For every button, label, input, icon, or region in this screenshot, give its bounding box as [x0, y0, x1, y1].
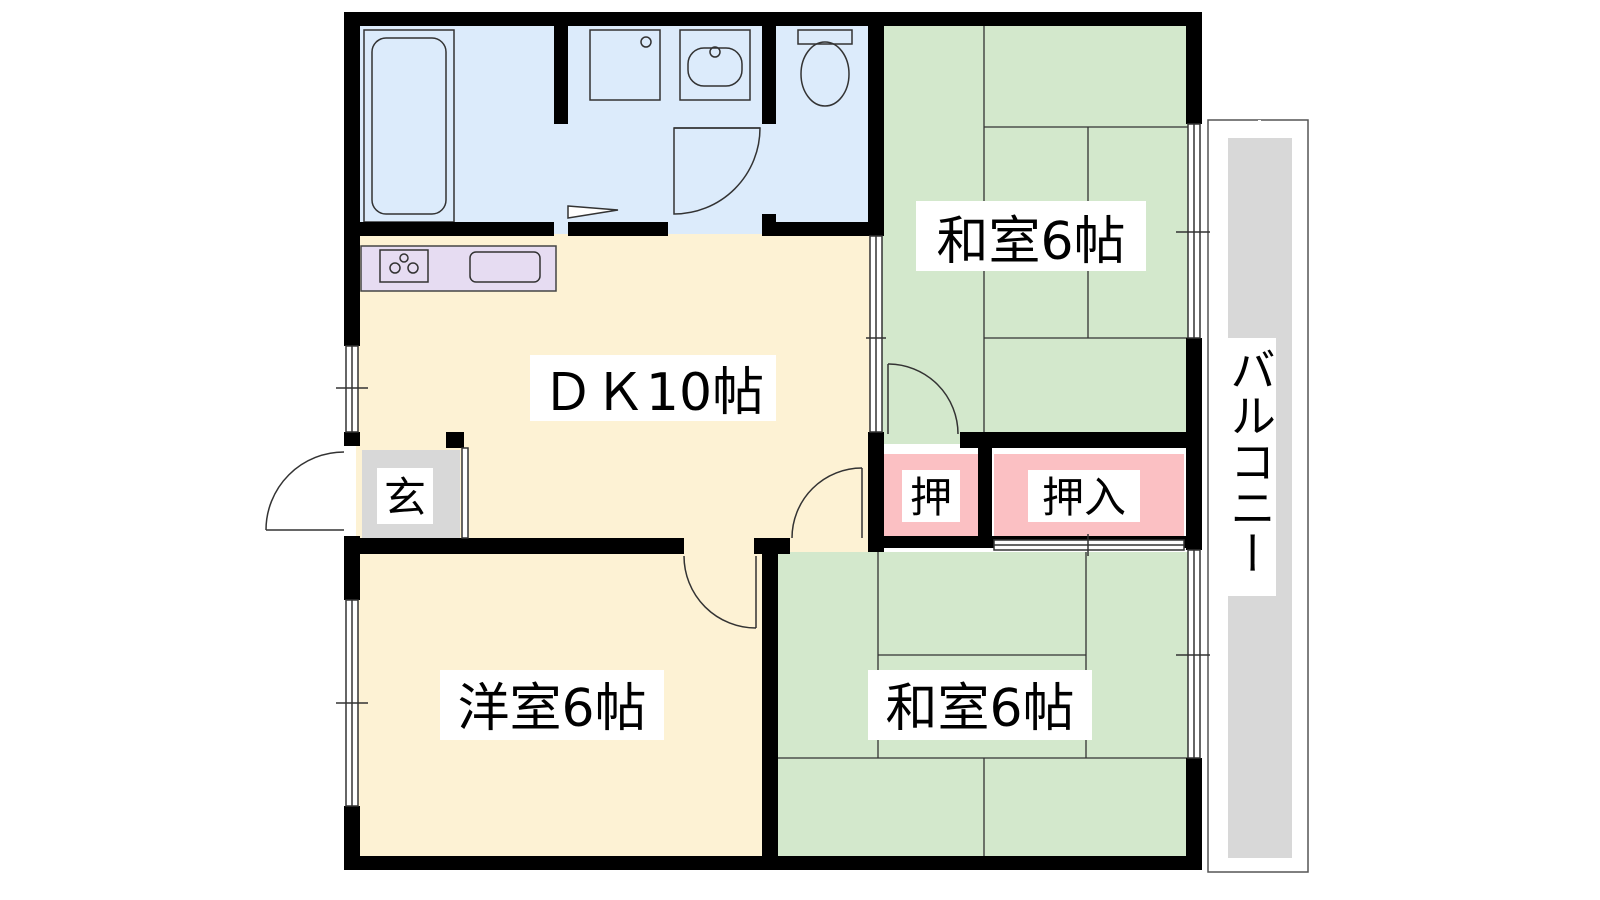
label-balcony: バルコニー: [1223, 346, 1277, 576]
toilet-icon: [797, 29, 853, 107]
room-labels: 和室6帖 ＤＫ10帖 玄 押 押入 洋室6帖 和室6帖 バルコニー: [377, 201, 1277, 740]
door-swings: [265, 127, 959, 629]
label-oshi-small: 押: [910, 473, 952, 522]
washbasin-icon: [589, 29, 751, 101]
label-washitsu-upper: 和室6帖: [936, 212, 1125, 272]
walls: [344, 12, 1202, 870]
label-oshiire: 押入: [1042, 473, 1126, 522]
label-yoshitsu: 洋室6帖: [457, 679, 646, 739]
label-washitsu-lower: 和室6帖: [885, 679, 1074, 739]
label-dk: ＤＫ10帖: [542, 363, 764, 423]
kitchen-counter: [360, 245, 557, 292]
label-genkan: 玄: [384, 473, 426, 522]
stove-icon: [379, 249, 429, 283]
windows: [336, 123, 1210, 807]
balcony: [1207, 119, 1309, 873]
sliding-doors: [461, 235, 1185, 556]
bathroom-area: [356, 24, 882, 234]
sink-icon: [469, 251, 541, 283]
